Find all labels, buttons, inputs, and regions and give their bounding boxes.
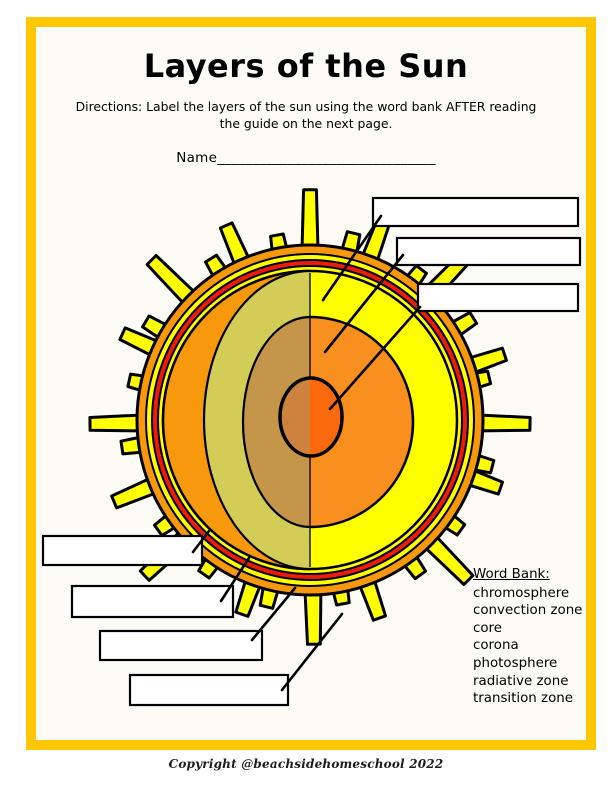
label-box-bottom-1[interactable]: [41, 534, 204, 567]
word-bank-heading: Word Bank:: [473, 567, 550, 582]
label-box-bottom-4[interactable]: [128, 673, 290, 707]
word-bank-item-transition-zone: transition zone: [473, 691, 573, 707]
word-bank-item-chromosphere: chromosphere: [473, 585, 570, 601]
leader-line-bottom-2: [219, 556, 251, 603]
directions: Directions: Label the layers of the sun …: [0, 98, 612, 132]
page-title: Layers of the Sun: [143, 47, 469, 85]
radiative-right-group: [310, 315, 415, 529]
leader-line-top-2: [323, 253, 405, 354]
label-box-top-2[interactable]: [395, 236, 582, 267]
label-box-bottom-3[interactable]: [98, 629, 264, 662]
word-bank-item-convection-zone: convection zone: [473, 603, 583, 619]
word-bank-item-core: core: [473, 620, 503, 636]
leader-line-bottom-3: [250, 586, 297, 642]
radiative-zone-left: [241, 315, 310, 529]
name-label: Name: [176, 150, 218, 166]
word-bank-item-radiative-zone: radiative zone: [473, 673, 569, 689]
core-right-group: [310, 378, 342, 456]
directions-line-2: the guide on the next page.: [219, 116, 393, 131]
core-left: [280, 378, 310, 456]
copyright: Copyright @beachsidehomeschool 2022: [168, 757, 444, 771]
name-row: Name_______________________________: [0, 150, 612, 166]
label-box-top-3[interactable]: [416, 282, 580, 313]
leader-line-top-1: [321, 214, 383, 302]
core-left-group: [280, 378, 310, 456]
name-input-line[interactable]: _______________________________: [217, 150, 436, 166]
core-outline: [278, 376, 344, 458]
word-bank: Word Bank: chromosphere convection zone …: [473, 566, 582, 708]
word-bank-item-corona: corona: [473, 638, 519, 654]
label-box-bottom-2[interactable]: [70, 584, 235, 619]
label-box-top-1[interactable]: [371, 196, 580, 228]
leader-line-top-3: [328, 305, 422, 411]
radiative-zone-right: [310, 315, 415, 529]
leader-line-bottom-4: [280, 612, 344, 692]
core-right: [310, 378, 342, 456]
leader-line-bottom-1: [191, 529, 211, 554]
cutaway-left-half: [161, 269, 310, 571]
word-bank-item-photosphere: photosphere: [473, 655, 558, 671]
directions-line-1: Directions: Label the layers of the sun …: [75, 99, 537, 114]
